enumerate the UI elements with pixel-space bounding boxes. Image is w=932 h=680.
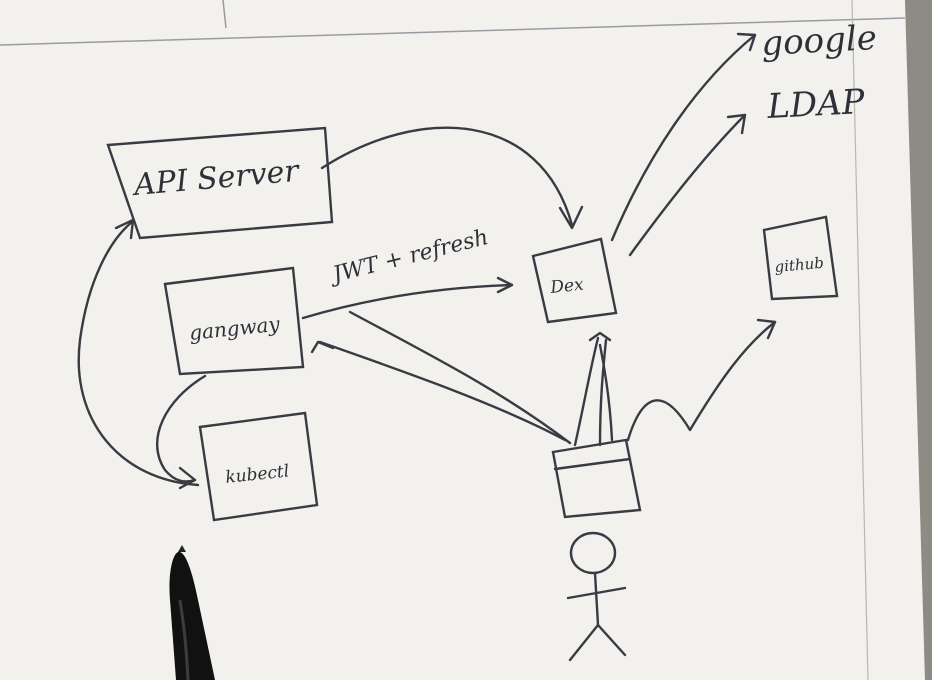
ruled-line-top	[0, 17, 906, 46]
marker-pen	[169, 545, 215, 680]
arrow-dex-to-google	[610, 32, 757, 242]
arrow-browser-to-gangway	[310, 310, 572, 445]
ruled-line-left	[222, 0, 227, 29]
ruled-line-right	[851, 0, 869, 680]
github-node: github	[762, 215, 839, 301]
arrow-gangway-to-kubectl	[155, 374, 207, 490]
google-label: google	[760, 18, 877, 64]
ldap-label: LDAP	[765, 82, 866, 127]
arrow-gangway-to-dex	[301, 276, 514, 320]
dex-label: Dex	[548, 275, 585, 299]
arrow-kubectl-to-api-server	[77, 218, 200, 487]
arrow-browser-to-github	[626, 318, 777, 442]
paper-right-shadow	[905, 0, 932, 680]
user-stick-figure	[566, 531, 627, 662]
arrow-dex-to-ldap	[628, 113, 747, 257]
browser-window	[551, 438, 642, 519]
arrow-api-server-to-dex	[320, 126, 584, 230]
dex-node: Dex	[531, 237, 618, 324]
arrow-browser-to-dex	[573, 331, 614, 447]
github-label: github	[774, 254, 825, 276]
